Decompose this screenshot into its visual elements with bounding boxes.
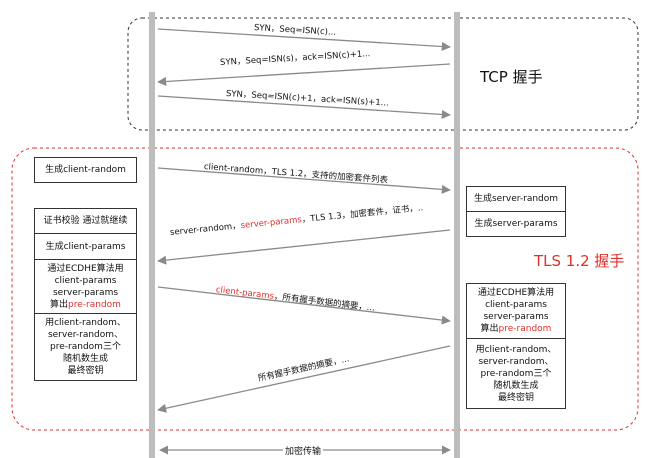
server-calc-line-3: server-params <box>483 312 549 322</box>
server-calc-line-2: client-params <box>485 300 547 310</box>
client-gen-random-box: 生成client-random <box>34 157 137 183</box>
client-calc-box: 通过ECDHE算法用 client-params server-params 算… <box>34 259 137 314</box>
server-lifeline <box>454 12 460 458</box>
tls-title: TLS 1.2 握手 <box>534 252 625 270</box>
client-final-box: 用client-random、 server-random、 pre-rando… <box>34 313 137 381</box>
client-calc-line-4: 算出pre-random <box>50 299 121 311</box>
client-calc-line-4-prefix: 算出 <box>50 299 69 310</box>
server-calc-line-4: 算出pre-random <box>481 323 552 335</box>
tls-arrow-3 <box>157 286 451 325</box>
client-calc-line-3: server-params <box>52 287 119 298</box>
client-gen-params-label: 生成client-params <box>45 241 126 252</box>
tcp-region <box>127 17 639 131</box>
server-final-line-4: 随机数生成 <box>493 380 539 391</box>
server-gen-random-box: 生成server-random <box>466 186 566 212</box>
server-calc-line-4-prefix: 算出 <box>480 324 499 334</box>
server-calc-line-4-highlight: pre-random <box>498 324 552 334</box>
server-gen-params-box: 生成server-params <box>466 211 566 237</box>
tls-arrow-4 <box>157 345 451 413</box>
client-final-line-4: 随机数生成 <box>62 354 108 364</box>
tls-arrow-2 <box>157 229 451 265</box>
client-final-line-3: pre-random三个 <box>50 342 121 352</box>
server-final-box: 用client-random、 server-random、 pre-rando… <box>466 338 566 409</box>
client-final-line-2: server-random、 <box>47 330 124 340</box>
encrypted-label: 加密传输 <box>283 444 324 457</box>
server-final-line-2: server-random、 <box>478 356 554 367</box>
server-final-line-1: 用client-random、 <box>475 344 557 355</box>
client-cert-check-box: 证书校验 通过就继续 <box>34 208 137 234</box>
client-calc-line-4-highlight: pre-random <box>68 299 121 310</box>
server-final-line-5: 最终密钥 <box>497 392 534 403</box>
client-calc-line-1: 通过ECDHE算法用 <box>47 263 124 274</box>
tcp-arrow-3 <box>157 95 451 120</box>
server-final-line-3: pre-random三个 <box>480 368 552 379</box>
client-final-line-5: 最终密钥 <box>67 366 104 376</box>
client-final-line-1: 用client-random、 <box>45 318 126 328</box>
client-calc-line-2: client-params <box>54 275 117 286</box>
server-calc-line-1: 通过ECDHE算法用 <box>477 288 555 298</box>
tcp-arrow-1 <box>157 28 451 52</box>
tcp-arrow-2 <box>157 63 451 87</box>
client-gen-random-label: 生成client-random <box>45 165 126 175</box>
server-gen-params-label: 生成server-params <box>474 219 558 229</box>
server-calc-box: 通过ECDHE算法用 client-params server-params 算… <box>466 283 566 339</box>
client-cert-check-label: 证书校验 通过就继续 <box>43 216 128 226</box>
client-lifeline <box>149 12 155 458</box>
tls-region <box>11 147 639 431</box>
tls-arrow-1 <box>157 167 451 194</box>
tcp-title: TCP 握手 <box>480 68 543 86</box>
server-gen-random-label: 生成server-random <box>473 194 559 204</box>
client-gen-params-box: 生成client-params <box>34 233 137 260</box>
